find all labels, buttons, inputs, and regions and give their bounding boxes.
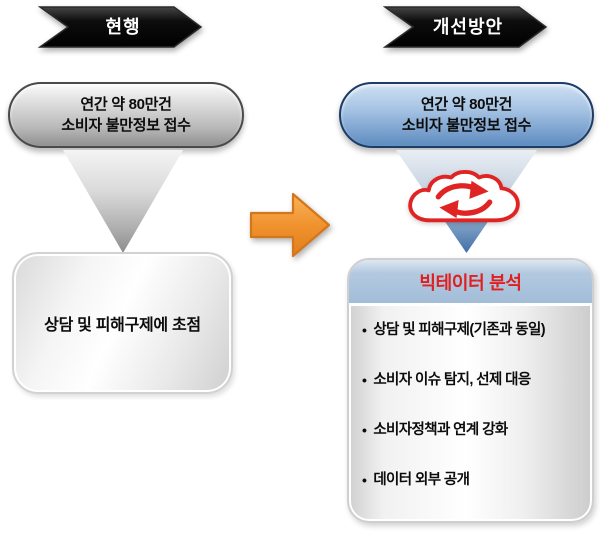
chevron-banner-shape [383, 6, 548, 48]
improved-intake-pill: 연간 약 80만건 소비자 불만정보 접수 [339, 82, 594, 148]
current-intake-line1: 연간 약 80만건 [80, 96, 172, 113]
current-banner: 현행 [38, 5, 203, 49]
bullet-icon: • [362, 472, 367, 488]
bigdata-bullet-text: 상담 및 피해구제(기존과 동일) [373, 322, 545, 338]
chevron-banner-shape [38, 6, 203, 48]
current-intake-line2: 소비자 불만정보 접수 [61, 117, 191, 134]
current-result-label: 상담 및 피해구제에 초점 [44, 317, 201, 334]
bullet-icon: • [362, 372, 367, 388]
bigdata-bullet-list: • 상담 및 피해구제(기존과 동일) • 소비자 이슈 탐지, 선제 대응 •… [349, 306, 592, 491]
bigdata-bullet-item: • 상담 및 피해구제(기존과 동일) [362, 319, 586, 341]
bigdata-bullet-text: 데이터 외부 공개 [373, 472, 470, 488]
current-result-box: 상담 및 피해구제에 초점 [12, 252, 233, 394]
funnel-down-icon [63, 150, 183, 253]
improved-intake-line1: 연간 약 80만건 [420, 96, 513, 113]
improved-banner-label: 개선방안 [432, 17, 504, 37]
bullet-icon: • [362, 422, 367, 438]
bigdata-bullet-text: 소비자 이슈 탐지, 선제 대응 [373, 372, 531, 388]
bigdata-bullet-item: • 소비자정책과 연계 강화 [362, 419, 586, 441]
bigdata-panel-header: 빅테이터 분석 [349, 260, 592, 306]
current-intake-pill: 연간 약 80만건 소비자 불만정보 접수 [8, 82, 244, 148]
cloud-sync-icon [408, 170, 520, 223]
bigdata-panel: 빅테이터 분석 • 상담 및 피해구제(기존과 동일) • 소비자 이슈 탐지,… [347, 258, 594, 523]
bigdata-bullet-text: 소비자정책과 연계 강화 [373, 422, 508, 438]
current-banner-label: 현행 [105, 17, 141, 37]
bigdata-bullet-item: • 데이터 외부 공개 [362, 469, 586, 491]
bigdata-bullet-item: • 소비자 이슈 탐지, 선제 대응 [362, 369, 586, 391]
right-arrow-icon [249, 192, 331, 258]
bigdata-panel-title: 빅테이터 분석 [419, 272, 522, 293]
bullet-icon: • [362, 322, 367, 338]
improved-banner: 개선방안 [383, 5, 548, 49]
improved-intake-line2: 소비자 불만정보 접수 [401, 117, 532, 134]
